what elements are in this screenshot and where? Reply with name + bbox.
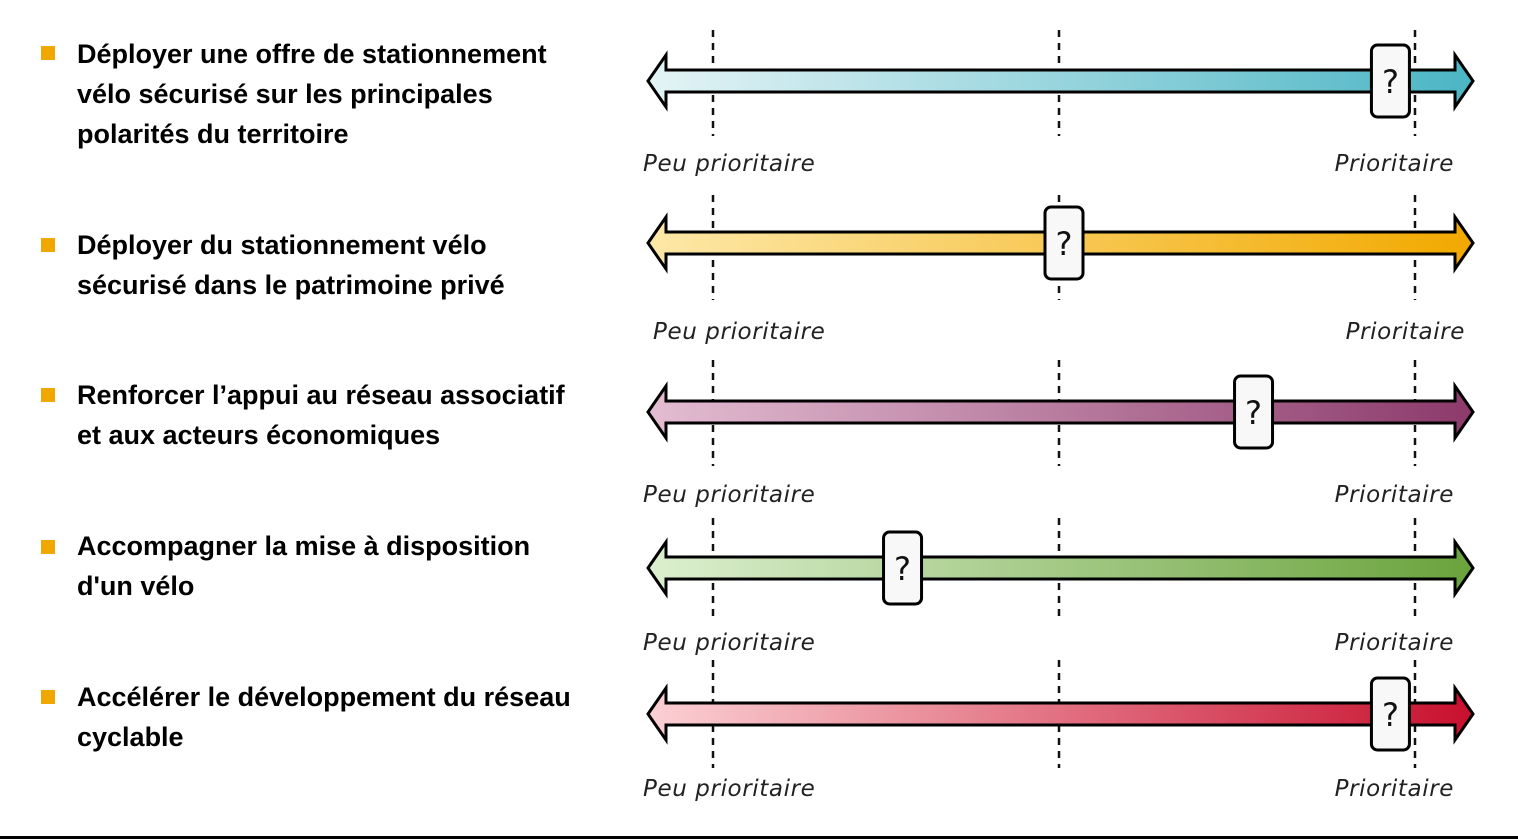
slider-handle-box[interactable] [1369,43,1411,119]
bullet-icon [41,46,55,60]
question-mark-icon: ? [1382,696,1399,734]
priority-scale-2: ? Peu prioritaire Prioritaire [646,195,1475,345]
scale-label-high: Prioritaire [1335,151,1454,177]
scale-label-low: Peu prioritaire [653,319,825,345]
priority-item-1-text: Déployer une offre de stationnement vélo… [77,39,547,149]
priority-scale-5: ? Peu prioritaire Prioritaire [643,660,1475,802]
priority-scale-1: ? Peu prioritaire Prioritaire [643,30,1475,177]
slider-handle-box[interactable] [1043,205,1085,281]
scale-label-low: Peu prioritaire [643,630,815,656]
scale-label-high: Prioritaire [1335,630,1454,656]
scale-label-high: Prioritaire [1346,319,1465,345]
scale-label-low: Peu prioritaire [643,482,815,508]
slider-handle-box[interactable] [882,530,924,606]
question-mark-icon: ? [1056,225,1073,263]
slider-handle[interactable]: ? [1233,374,1275,450]
scale-label-high: Prioritaire [1335,776,1454,802]
priority-item-3-text: Renforcer l’appui au réseau associatif e… [77,380,565,450]
slider-handle[interactable]: ? [1369,43,1411,119]
priority-scale-arrow [646,537,1475,599]
question-mark-icon: ? [1245,394,1262,432]
slider-handle[interactable]: ? [882,530,924,606]
slider-handle[interactable]: ? [1043,205,1085,281]
bullet-icon [41,540,55,554]
question-mark-icon: ? [1382,63,1399,101]
slider-handle-box[interactable] [1369,676,1411,752]
slider-handle[interactable]: ? [1369,676,1411,752]
priority-scale-arrow [646,381,1475,443]
priority-item-5-text: Accélérer le développement du réseau cyc… [77,682,571,752]
scale-label-high: Prioritaire [1335,482,1454,508]
priority-item-2-text: Déployer du stationnement vélo sécurisé … [77,230,505,300]
slider-handle-box[interactable] [1233,374,1275,450]
priority-item-4-text: Accompagner la mise à disposition d'un v… [77,531,531,601]
priority-scale-3: ? Peu prioritaire Prioritaire [643,360,1475,508]
bullet-icon [41,238,55,252]
bullet-icon [41,388,55,402]
priority-scale-arrow [646,50,1475,112]
scale-label-low: Peu prioritaire [643,151,815,177]
bullet-icon [41,690,55,704]
priority-scale-4: ? Peu prioritaire Prioritaire [643,518,1475,656]
question-mark-icon: ? [894,550,911,588]
bottom-divider [0,836,1518,839]
priority-scale-arrow [646,683,1475,745]
scale-label-low: Peu prioritaire [643,776,815,802]
